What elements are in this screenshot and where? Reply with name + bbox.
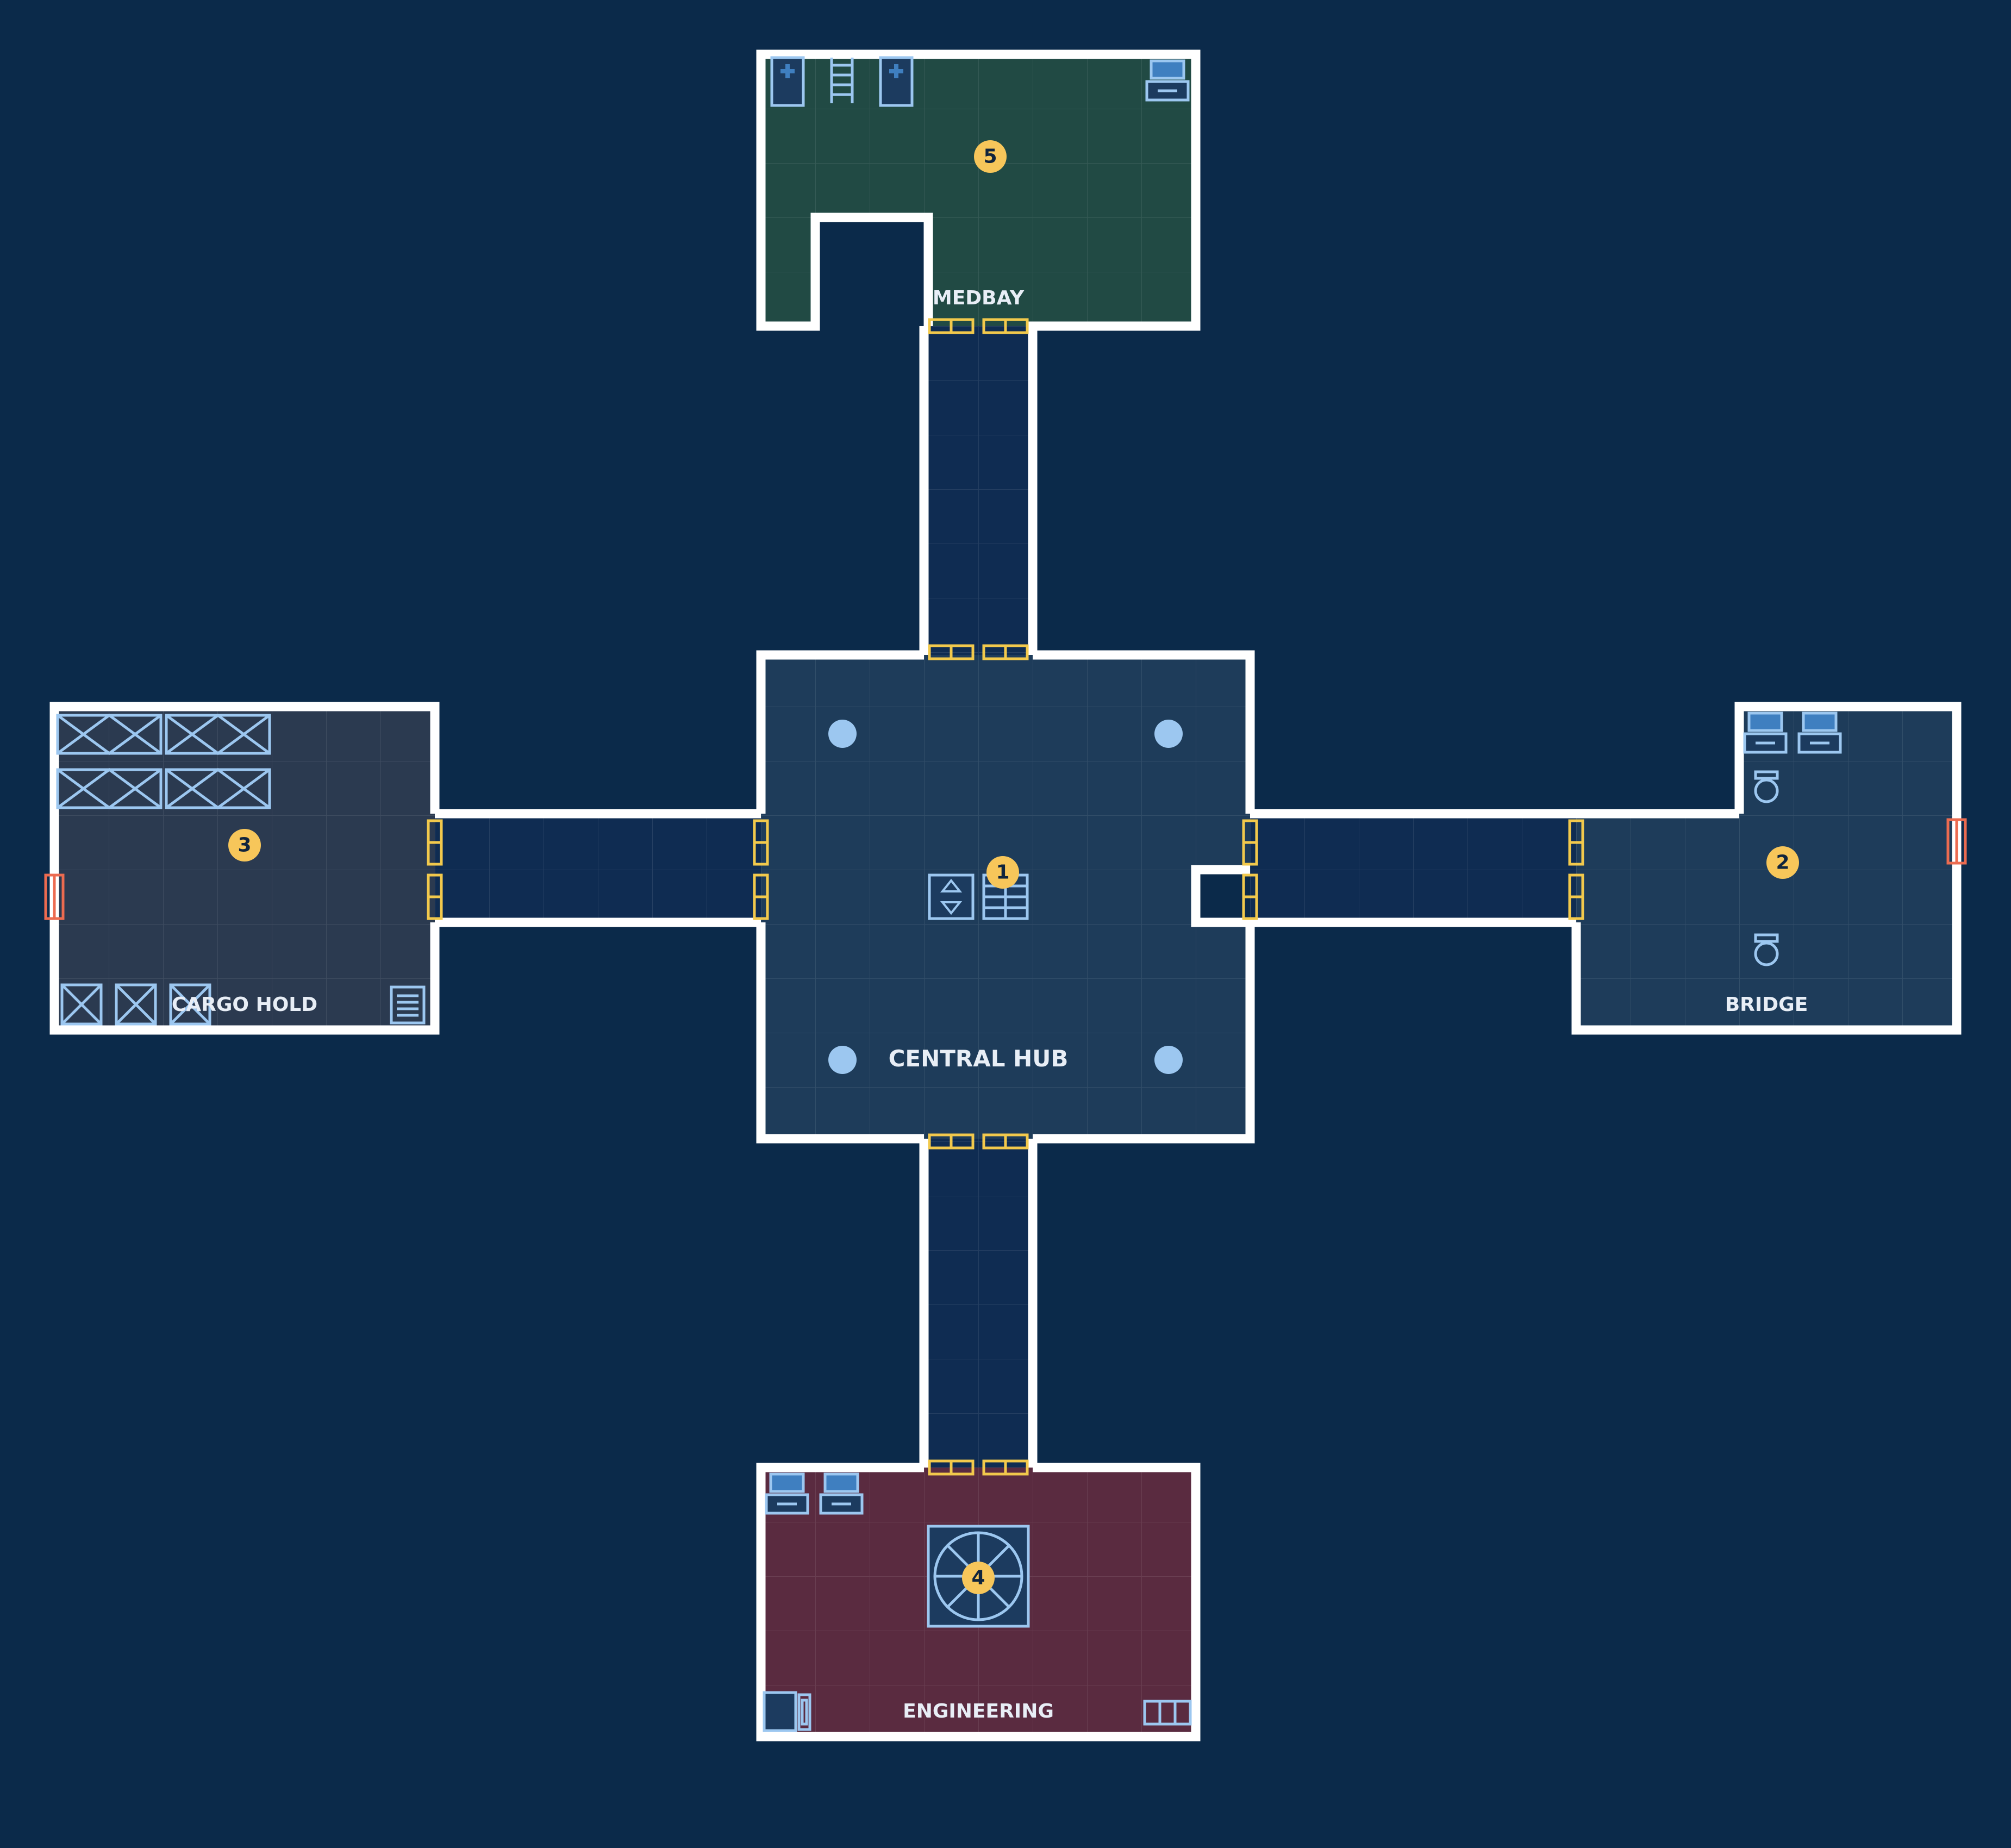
vent-icon[interactable] <box>390 985 426 1025</box>
room-markers: 1 2 3 4 5 <box>228 140 1799 1594</box>
marker-cargo-hold[interactable]: 3 <box>228 829 261 861</box>
marker-bridge[interactable]: 2 <box>1766 846 1799 879</box>
crate-icon[interactable] <box>56 767 163 810</box>
label-engineering: ENGINEERING <box>903 1700 1054 1722</box>
door-hub-north[interactable] <box>928 644 1029 660</box>
crate-icon[interactable] <box>169 983 211 1026</box>
bridge-fixtures <box>1743 711 1842 966</box>
seat-icon[interactable] <box>1754 933 1779 966</box>
door-engineering[interactable] <box>928 1459 1029 1476</box>
label-cargo-hold: CARGO HOLD <box>172 994 317 1016</box>
locker-icon[interactable] <box>763 1691 811 1732</box>
label-central-hub: CENTRAL HUB <box>889 1045 1069 1072</box>
door-bridge[interactable] <box>1568 819 1584 920</box>
room-labels: MEDBAY CENTRAL HUB CARGO HOLD BRIDGE ENG… <box>172 287 1808 1722</box>
computer-console-icon[interactable] <box>1145 59 1190 102</box>
crate-icon[interactable] <box>165 713 271 756</box>
marker-number: 2 <box>1776 852 1789 874</box>
computer-console-icon[interactable] <box>1743 711 1788 754</box>
door-hub-east[interactable] <box>1242 819 1258 920</box>
walls <box>49 49 1962 1741</box>
door-hub-west[interactable] <box>753 819 769 920</box>
airlock-west[interactable] <box>44 873 65 920</box>
medical-bed-icon[interactable] <box>879 56 914 107</box>
crate-icon[interactable] <box>56 713 163 756</box>
column-icon <box>828 1046 857 1074</box>
marker-number: 4 <box>971 1567 985 1589</box>
label-bridge: BRIDGE <box>1725 994 1808 1016</box>
column-icon <box>1154 720 1183 748</box>
computer-console-icon[interactable] <box>1797 711 1842 754</box>
marker-central-hub[interactable]: 1 <box>986 856 1019 889</box>
ladder-icon[interactable] <box>830 58 854 103</box>
doors <box>44 318 1967 1476</box>
door-hub-south[interactable] <box>928 1133 1029 1150</box>
marker-engineering[interactable]: 4 <box>962 1562 995 1594</box>
lift-icon[interactable] <box>928 873 975 920</box>
crate-icon[interactable] <box>165 767 271 810</box>
marker-number: 1 <box>996 861 1009 884</box>
seat-icon[interactable] <box>1754 770 1779 803</box>
marker-number: 3 <box>238 834 251 857</box>
cargo-fixtures <box>56 713 426 1026</box>
door-medbay[interactable] <box>928 318 1029 334</box>
marker-medbay[interactable]: 5 <box>974 140 1007 173</box>
computer-console-icon[interactable] <box>819 1472 864 1515</box>
column-icon <box>1154 1046 1183 1074</box>
medical-bed-icon[interactable] <box>770 56 805 107</box>
airlock-east[interactable] <box>1946 818 1967 865</box>
label-medbay: MEDBAY <box>933 287 1025 309</box>
door-cargo-hold[interactable] <box>427 819 443 920</box>
medbay-fixtures <box>770 56 1190 107</box>
crate-icon[interactable] <box>60 983 103 1026</box>
column-icon <box>828 720 857 748</box>
battery-icon[interactable] <box>1143 1700 1192 1726</box>
corridors <box>435 326 1576 1468</box>
computer-console-icon[interactable] <box>765 1472 809 1515</box>
crate-icon[interactable] <box>115 983 157 1026</box>
marker-number: 5 <box>983 146 997 168</box>
